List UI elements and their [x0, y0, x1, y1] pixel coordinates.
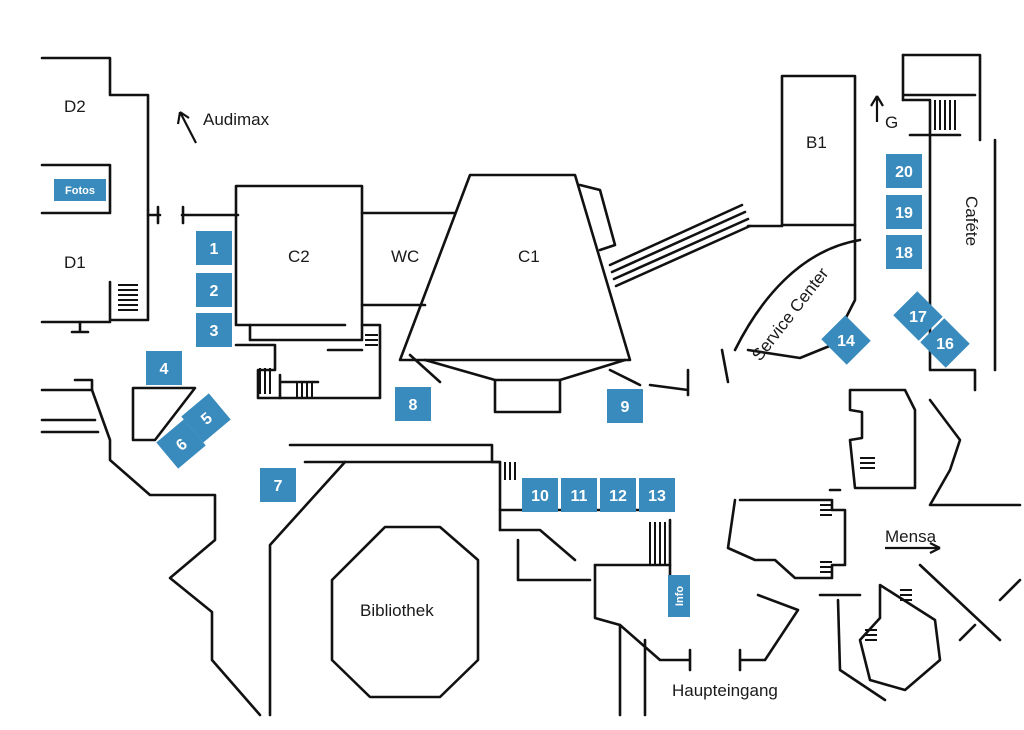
svg-text:12: 12	[609, 488, 627, 505]
svg-text:7: 7	[274, 478, 283, 495]
svg-text:2: 2	[210, 283, 219, 300]
marker-12[interactable]: 12	[600, 478, 636, 512]
direction-audimax: Audimax	[203, 110, 270, 129]
room-b1: B1	[806, 133, 827, 152]
marker-7[interactable]: 7	[260, 468, 296, 502]
arrow-g-icon	[870, 95, 884, 122]
marker-4[interactable]: 4	[146, 351, 182, 385]
svg-text:18: 18	[895, 245, 913, 262]
svg-text:9: 9	[621, 399, 630, 416]
marker-1[interactable]: 1	[196, 231, 232, 265]
direction-g: G	[885, 113, 898, 132]
floor-plan-walls	[40, 53, 1022, 717]
direction-haupteingang: Haupteingang	[672, 681, 778, 700]
arrow-mensa-icon	[885, 542, 941, 554]
marker-2[interactable]: 2	[196, 273, 232, 307]
marker-20[interactable]: 20	[886, 154, 922, 188]
stairs	[118, 100, 956, 641]
marker-info[interactable]: Info	[668, 575, 690, 617]
marker-18[interactable]: 18	[886, 235, 922, 269]
room-d1: D1	[64, 253, 86, 272]
room-labels: D2 D1 C2 WC C1 B1 Bibliothek Service Cen…	[64, 97, 981, 700]
marker-17[interactable]: 17	[893, 291, 943, 341]
svg-text:14: 14	[837, 333, 855, 350]
svg-text:1: 1	[210, 241, 219, 258]
direction-mensa: Mensa	[885, 527, 937, 546]
marker-9[interactable]: 9	[607, 389, 643, 423]
room-d2: D2	[64, 97, 86, 116]
svg-text:17: 17	[909, 309, 927, 326]
marker-19[interactable]: 19	[886, 195, 922, 229]
room-bibliothek: Bibliothek	[360, 601, 434, 620]
marker-5[interactable]: 5	[181, 393, 231, 443]
svg-text:4: 4	[160, 361, 169, 378]
markers: Fotos Info 1 2 3 4 5 6 7 8 9 10 11 12 13…	[54, 154, 970, 617]
marker-3[interactable]: 3	[196, 313, 232, 347]
marker-16[interactable]: 16	[920, 318, 970, 368]
svg-text:Info: Info	[674, 586, 686, 606]
svg-text:8: 8	[409, 397, 418, 414]
svg-text:13: 13	[648, 488, 666, 505]
marker-10[interactable]: 10	[522, 478, 558, 512]
svg-text:3: 3	[210, 323, 219, 340]
marker-14[interactable]: 14	[821, 315, 871, 365]
svg-text:10: 10	[531, 488, 549, 505]
room-cafete: Caféte	[962, 196, 981, 246]
arrow-audimax-icon	[176, 111, 197, 144]
marker-6[interactable]: 6	[156, 419, 206, 469]
svg-text:20: 20	[895, 164, 913, 181]
marker-13[interactable]: 13	[639, 478, 675, 512]
marker-11[interactable]: 11	[561, 478, 597, 512]
marker-fotos[interactable]: Fotos	[54, 179, 106, 201]
arrows	[176, 95, 941, 554]
svg-text:11: 11	[571, 488, 588, 505]
svg-text:16: 16	[936, 336, 954, 353]
room-c2: C2	[288, 247, 310, 266]
svg-text:Fotos: Fotos	[65, 185, 95, 197]
svg-text:19: 19	[895, 205, 913, 222]
room-c1: C1	[518, 247, 540, 266]
room-wc: WC	[391, 247, 419, 266]
marker-8[interactable]: 8	[395, 387, 431, 421]
